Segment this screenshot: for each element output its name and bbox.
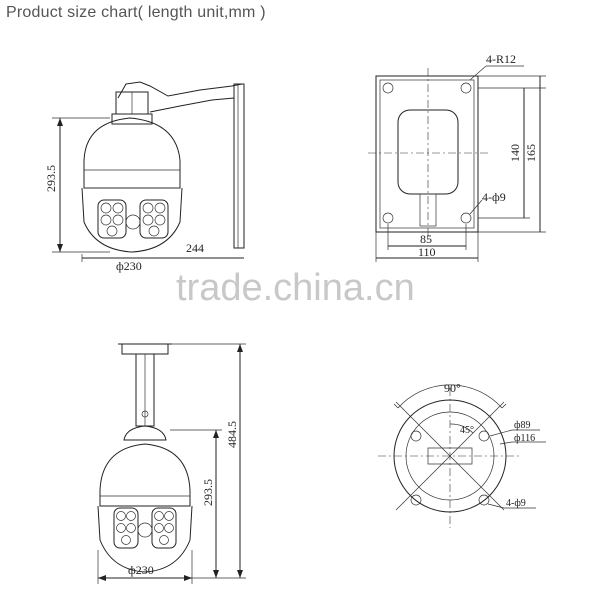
plate-height-outer-label: 165 [524,144,538,162]
watermark: trade.china.cn [176,267,415,309]
pendant-view-camera [97,343,193,573]
flange-pcd-label: ф89 [514,420,530,431]
pendant-total-height-label: 484.5 [225,421,239,448]
side-diameter-label: ф230 [116,259,142,273]
pendant-ir-led-pods [113,507,177,549]
plate-hole-label: 4-ф9 [482,190,506,204]
side-view-camera [81,81,245,253]
pendant-diameter-label: ф230 [128,563,154,577]
plate-width-inner-label: 85 [420,232,432,246]
side-depth-label: 244 [186,241,204,255]
flange-angle-45-label: 45° [460,425,474,436]
flange-holes [410,430,490,506]
flange-plate: 90° 45° ф89 ф116 4-ф9 [378,381,546,528]
ir-led-pod-right [139,199,169,239]
flange-hole-label: 4-ф9 [506,498,526,509]
flange-angle-90-label: 90° [444,381,461,395]
side-view-dimensions: 293.5 244 ф230 [44,117,244,273]
wall-plate: 4-R12 4-ф9 140 165 85 110 [368,52,546,262]
page-title: Product size chart( length unit,mm ) [6,4,266,21]
pendant-dome-height-label: 293.5 [201,479,215,506]
side-height-label: 293.5 [44,165,58,192]
plate-holes [382,82,472,224]
flange-outer-label: ф116 [514,433,535,444]
pendant-view-dimensions: 484.5 293.5 ф230 [97,343,246,584]
ir-led-pod-left [97,199,127,239]
plate-height-inner-label: 140 [508,144,522,162]
plate-corner-radius-label: 4-R12 [486,52,516,66]
plate-width-outer-label: 110 [418,245,436,259]
